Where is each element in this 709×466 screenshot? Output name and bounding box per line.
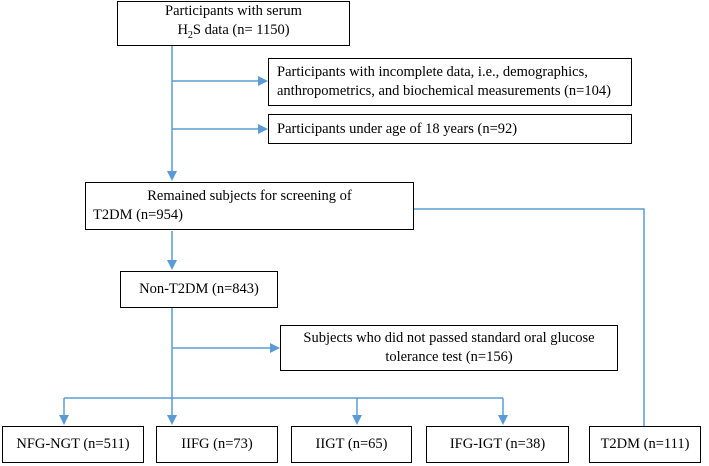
participants-line2: H2S data (n= 1150)	[177, 22, 290, 41]
iifg-line1: IIFG (n=73)	[181, 436, 253, 452]
iigt-box: IIGT (n=65)	[291, 426, 412, 463]
incomplete-data-box: Participants with incomplete data, i.e.,…	[268, 58, 632, 106]
t2dm-line1: T2DM (n=111)	[600, 436, 690, 452]
nfg-ngt-box: NFG-NGT (n=511)	[2, 426, 144, 463]
non-t2dm-box: Non-T2DM (n=843)	[120, 271, 278, 308]
remained-line1: Remained subjects for screening of	[147, 188, 352, 204]
ifgigt-line1: IFG-IGT (n=38)	[449, 436, 546, 452]
remained-line2: T2DM (n=954)	[93, 207, 183, 223]
ogtt-line2: tolerance test (n=156)	[385, 349, 513, 365]
ogtt-box: Subjects who did not passed standard ora…	[280, 325, 618, 371]
participants-line1: Participants with serum	[165, 3, 302, 20]
incomplete-line2: anthropometrics, and biochemical measure…	[277, 83, 611, 99]
ogtt-line1: Subjects who did not passed standard ora…	[303, 330, 595, 346]
incomplete-line1: Participants with incomplete data, i.e.,…	[277, 64, 588, 80]
ifg-igt-box: IFG-IGT (n=38)	[426, 426, 569, 463]
arrow-remained-to-t2dm	[414, 208, 649, 456]
t2dm-box: T2DM (n=111)	[589, 426, 701, 463]
iigt-line1: IIGT (n=65)	[315, 436, 388, 452]
under18-box: Participants under age of 18 years (n=92…	[268, 114, 632, 144]
remained-box: Remained subjects for screening of T2DM …	[85, 182, 414, 230]
iifg-box: IIFG (n=73)	[156, 426, 278, 463]
nfg-line1: NFG-NGT (n=511)	[16, 436, 130, 452]
participants-box: Participants with serum H2S data (n= 115…	[117, 1, 350, 46]
under18-line1: Participants under age of 18 years (n=92…	[277, 120, 518, 137]
nont2dm-line1: Non-T2DM (n=843)	[139, 281, 259, 297]
